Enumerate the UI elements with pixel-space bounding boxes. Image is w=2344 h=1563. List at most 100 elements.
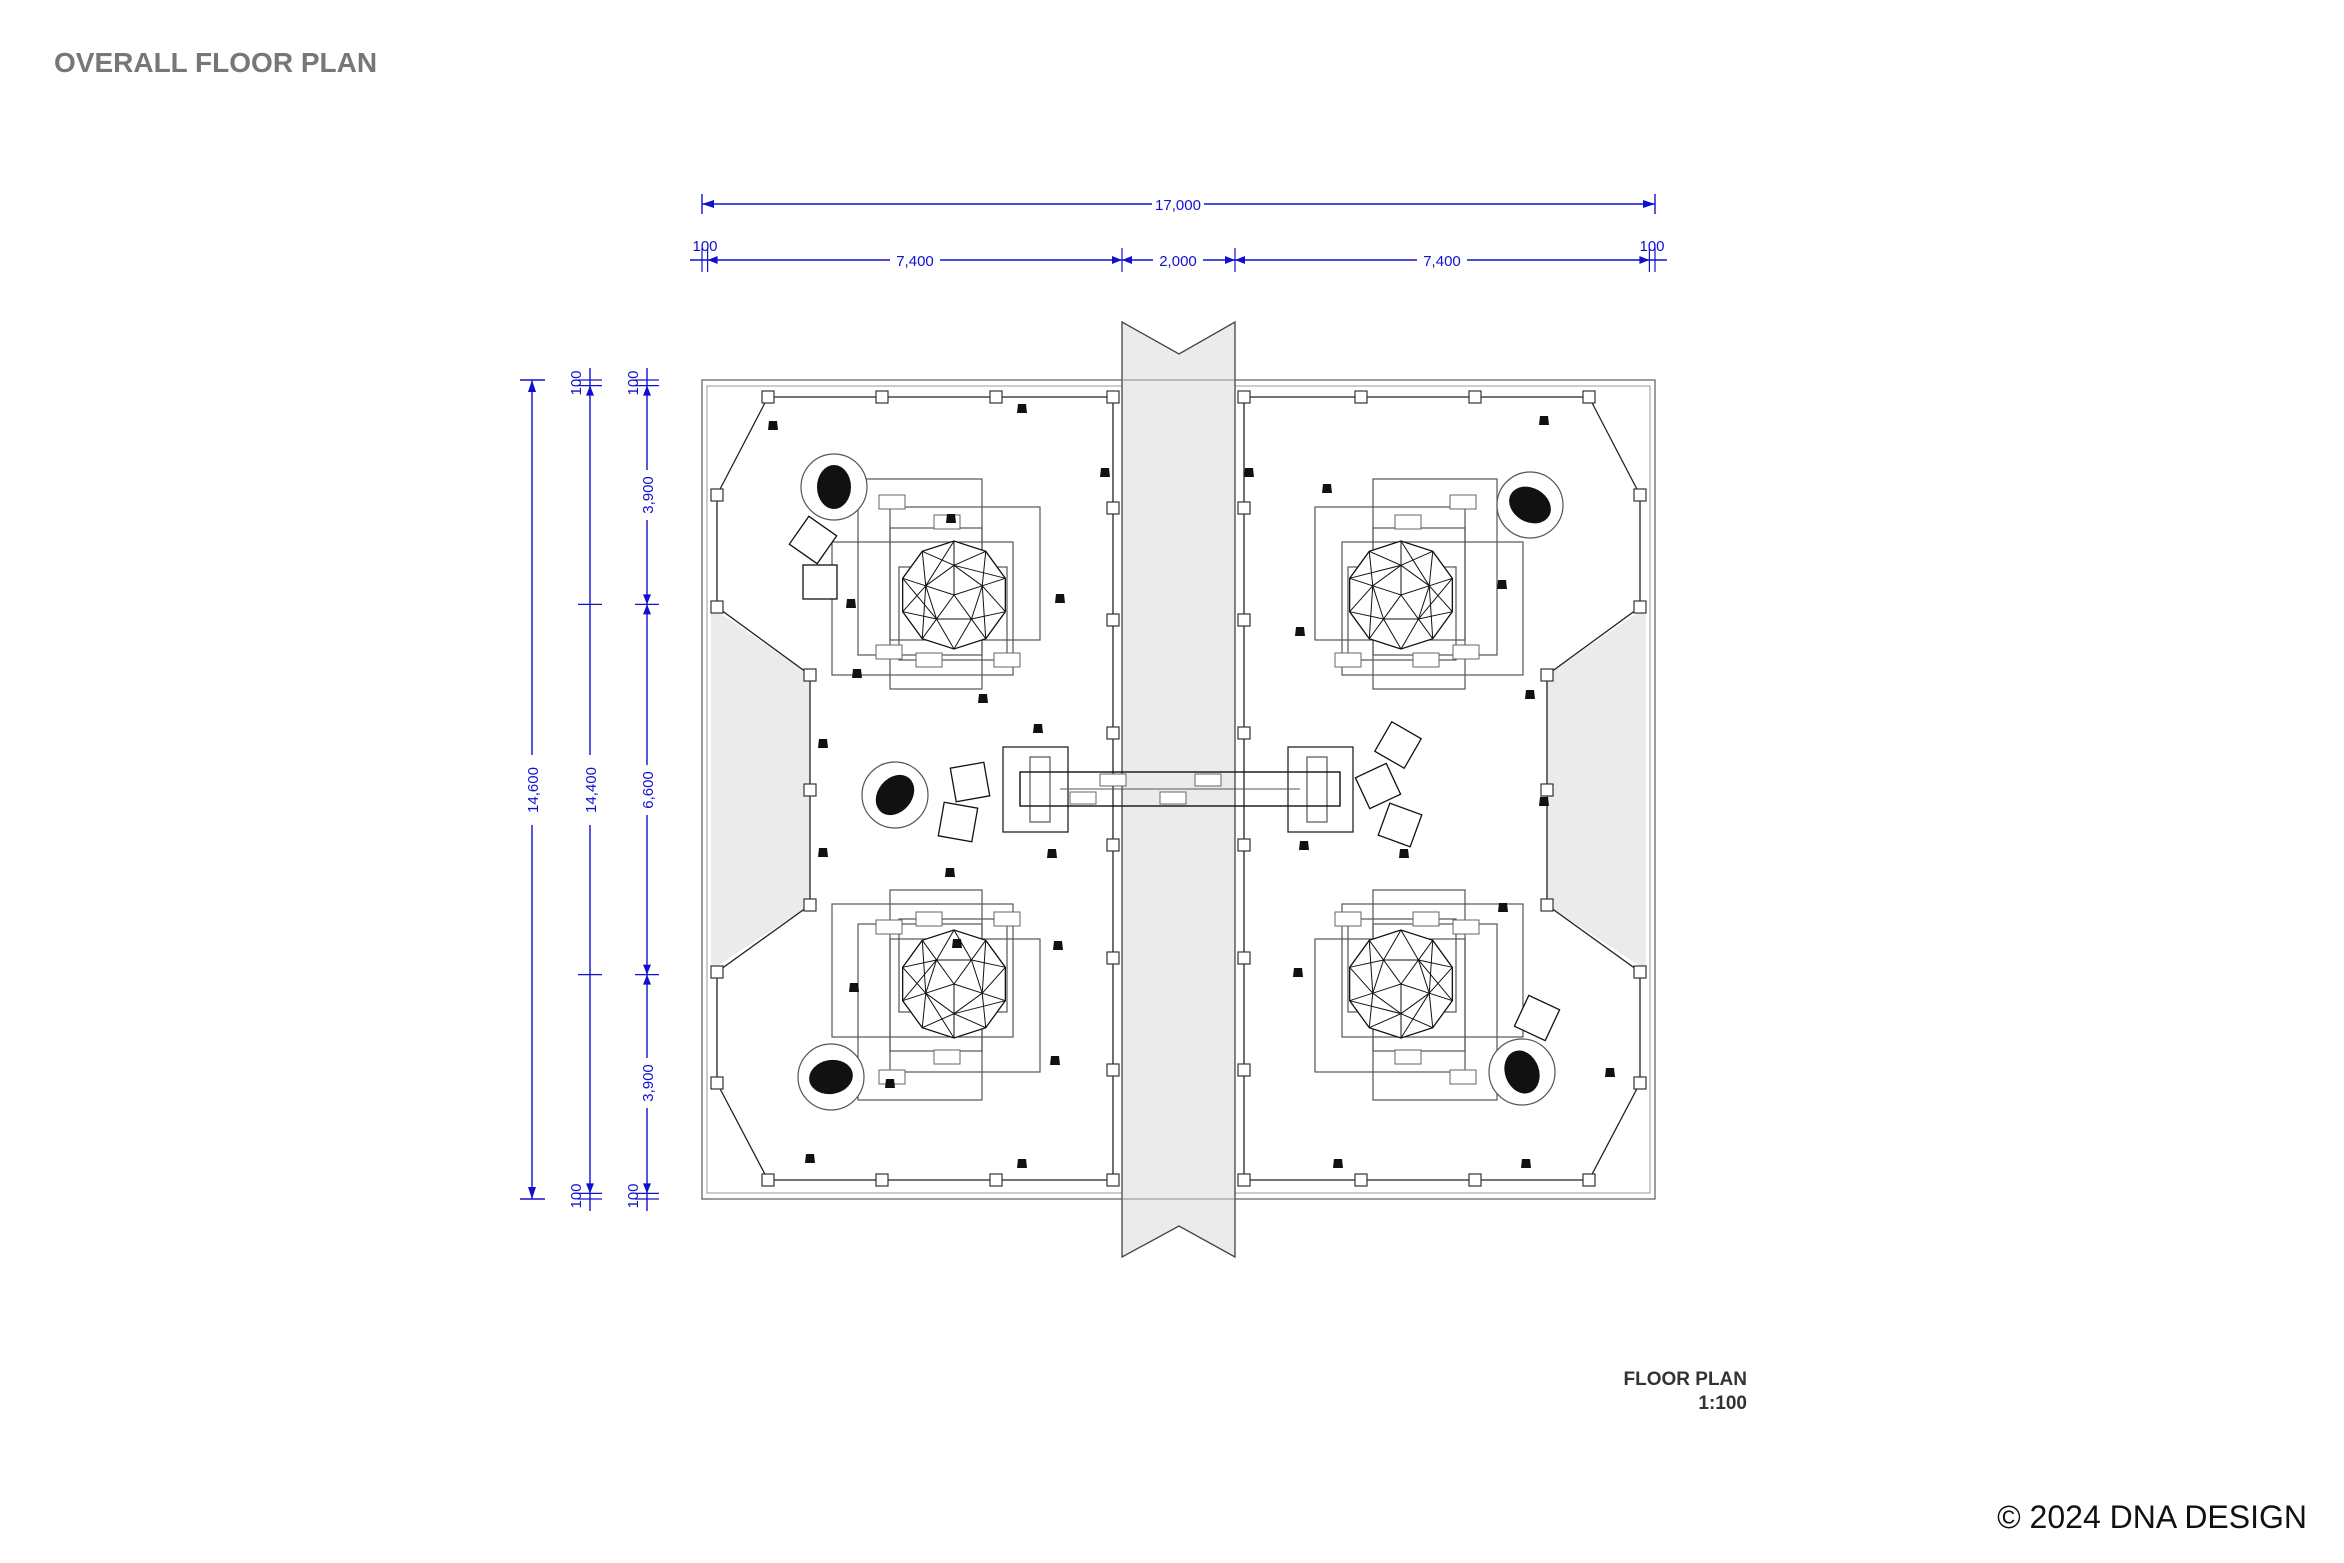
dim-aisle: 2,000 [1159, 253, 1197, 270]
spotlight-icon [1498, 903, 1508, 912]
speaker-grid [915, 652, 943, 668]
sculpture [1509, 486, 1551, 524]
truss-post [1582, 1173, 1596, 1187]
geodesic-dome [901, 540, 1007, 650]
truss-post [1633, 488, 1647, 502]
truss-post [989, 390, 1003, 404]
left-wing-area [711, 607, 810, 970]
dim-left-margin: 100 [692, 238, 717, 255]
spotlight-icon [1525, 690, 1535, 699]
truss-post [1237, 1063, 1251, 1077]
speaker-grid [993, 652, 1021, 668]
truss-post [1354, 390, 1368, 404]
geodesic-dome [901, 929, 1007, 1039]
dim-bottom-margin-a: 100 [568, 1183, 585, 1208]
truss-post [710, 488, 724, 502]
speaker-grid [993, 911, 1021, 927]
speaker-grid [1069, 791, 1097, 805]
spotlight-icon [1244, 468, 1254, 477]
truss-post [1106, 838, 1120, 852]
display-plinth [1377, 802, 1423, 848]
display-plinth [1354, 762, 1402, 810]
spotlight-icon [1295, 627, 1305, 636]
spotlight-icon [849, 983, 859, 992]
spotlight-icon [846, 599, 856, 608]
caption-label: FLOOR PLAN [1624, 1369, 1748, 1390]
dim-arrow [643, 385, 651, 396]
speaker-grid [1412, 652, 1440, 668]
dim-arrow [643, 594, 651, 605]
truss-post [710, 600, 724, 614]
dim-inner-depth: 14,400 [583, 767, 600, 813]
truss-post [1106, 951, 1120, 965]
dim-bottom-margin-b: 100 [625, 1183, 642, 1208]
speaker-grid [1099, 773, 1127, 787]
speaker-grid [1452, 919, 1480, 935]
speaker-grid [1334, 652, 1362, 668]
truss-post [875, 1173, 889, 1187]
spotlight-icon [1017, 1159, 1027, 1168]
dim-left-booth: 7,400 [896, 253, 934, 270]
truss-post [1237, 838, 1251, 852]
truss-post [1633, 1076, 1647, 1090]
spotlight-icon [1539, 416, 1549, 425]
plan-outline [701, 320, 1656, 1259]
spotlight-icon [1053, 941, 1063, 950]
speaker-grid [875, 644, 903, 660]
spotlight-icon [1033, 724, 1043, 733]
truss-post [803, 898, 817, 912]
dim-arrow [1225, 256, 1235, 264]
speaker-grid [878, 494, 906, 510]
speaker-grid [875, 919, 903, 935]
truss-post [710, 965, 724, 979]
sculpture [875, 774, 915, 816]
truss-post [710, 1076, 724, 1090]
geodesic-dome [1348, 540, 1454, 650]
truss-post [1237, 951, 1251, 965]
truss-post [761, 1173, 775, 1187]
dim-bottom-section: 3,900 [640, 1064, 657, 1102]
display-plinth [802, 564, 838, 600]
truss-post [1540, 898, 1554, 912]
dim-right-margin: 100 [1639, 238, 1664, 255]
spotlight-icon [1497, 580, 1507, 589]
display-plinth [937, 801, 979, 843]
speaker-grid [1449, 1069, 1477, 1085]
spotlight-icon [1299, 841, 1309, 850]
copyright: © 2024 DNA DESIGN [1997, 1499, 2307, 1535]
display-plinth [1373, 720, 1423, 770]
spotlight-icon [945, 868, 955, 877]
truss-post [1468, 390, 1482, 404]
platform-step [831, 541, 1014, 676]
spotlight-icon [1100, 468, 1110, 477]
dome-platform [1314, 478, 1524, 690]
spotlight-icon [1017, 404, 1027, 413]
spotlight-icon [885, 1079, 895, 1088]
counter-inner [1029, 756, 1051, 823]
truss-post [1633, 965, 1647, 979]
dim-right-booth: 7,400 [1423, 253, 1461, 270]
reception-counter [1002, 746, 1069, 833]
vertical-dimensions: 14,600 14,400 100 100 100 100 3,900 6,60… [520, 368, 659, 1211]
dim-top-section: 3,900 [640, 476, 657, 514]
truss-post [1237, 726, 1251, 740]
dim-arrow [586, 385, 594, 396]
dim-arrow [643, 964, 651, 975]
speaker-grid [915, 911, 943, 927]
speaker-grid [1394, 1049, 1422, 1065]
sculpture [817, 465, 851, 509]
truss-post [1633, 600, 1647, 614]
truss-post [1237, 501, 1251, 515]
truss-post [989, 1173, 1003, 1187]
spotlight-icon [978, 694, 988, 703]
spotlight-icon [1055, 594, 1065, 603]
spotlight-icon [818, 739, 828, 748]
spotlight-icon [852, 669, 862, 678]
dim-overall-depth: 14,600 [525, 767, 542, 813]
truss-post [803, 783, 817, 797]
platform-step [831, 903, 1014, 1038]
spotlight-icon [952, 939, 962, 948]
truss-post [1468, 1173, 1482, 1187]
counter-inner [1306, 756, 1328, 823]
speaker-grid [1334, 911, 1362, 927]
